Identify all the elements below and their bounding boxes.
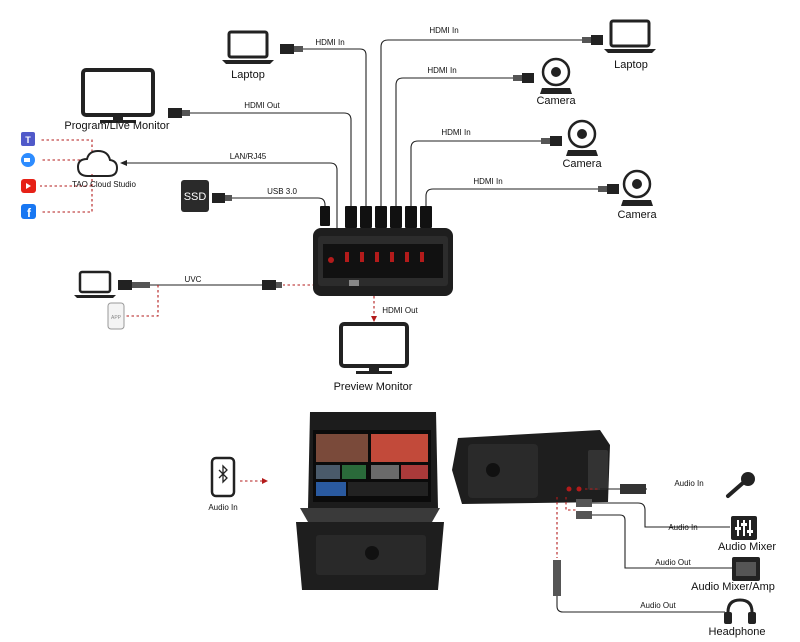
facebook-icon: f — [21, 204, 36, 220]
svg-text:f: f — [27, 206, 32, 220]
laptop-right-icon — [604, 19, 656, 53]
hdmi-in-5-label: HDMI In — [473, 177, 502, 186]
camera-1-label: Camera — [536, 95, 576, 107]
camera-2-icon — [566, 119, 598, 156]
wire-hdmi-laptop-right — [380, 39, 582, 212]
switcher-open-case — [296, 412, 444, 590]
hdmi-in-4-label: HDMI In — [441, 128, 470, 137]
hdmi-in-2-label: HDMI In — [429, 26, 458, 35]
svg-text:T: T — [25, 135, 31, 145]
camera-2-label: Camera — [562, 158, 602, 170]
wire-hdmi-camera-2 — [410, 140, 541, 212]
hdmi-in-1-label: HDMI In — [315, 38, 344, 47]
cloud-label: TAO Cloud Studio — [72, 180, 136, 189]
hdmi-out-preview-label: HDMI Out — [382, 306, 418, 315]
wire-audio-headphone — [556, 560, 725, 613]
preview-arrow-icon — [371, 316, 377, 322]
camera-3-label: Camera — [617, 209, 657, 221]
wire-hdmi-camera-3 — [425, 188, 598, 212]
headphone-label: Headphone — [709, 626, 766, 638]
dash-phone — [124, 285, 159, 317]
hdmi-connector-heads — [118, 35, 619, 290]
audio-in-mic-label: Audio In — [674, 479, 703, 488]
phone-app-label: APP — [111, 315, 122, 321]
youtube-icon — [21, 179, 36, 193]
hdmi-out-program-label: HDMI Out — [244, 101, 280, 110]
audio-amp-icon — [732, 557, 760, 581]
audio-mixer-icon — [731, 516, 757, 540]
wire-hdmi-out-program — [190, 112, 352, 212]
bluetooth-phone-icon — [210, 456, 236, 498]
bt-arrow-icon — [262, 478, 268, 484]
headphone-icon — [724, 598, 756, 624]
laptop-right-label: Laptop — [614, 59, 648, 71]
camera-1-icon — [540, 57, 572, 94]
camera-3-icon — [621, 169, 653, 206]
cloud-icon — [76, 149, 119, 177]
lan-label: LAN/RJ45 — [230, 152, 267, 161]
teams-icon: T — [21, 132, 35, 146]
program-monitor-label: Program/Live Monitor — [64, 120, 169, 132]
zoom-icon — [21, 153, 35, 167]
audio-out-headphone-label: Audio Out — [640, 601, 676, 610]
audio-amp-label: Audio Mixer/Amp — [691, 581, 775, 593]
switcher-case-top — [313, 228, 453, 296]
audio-mixer-label: Audio Mixer — [718, 541, 776, 553]
lan-arrow-icon — [120, 160, 127, 166]
wire-lan — [122, 162, 338, 240]
wire-audio-mixer — [590, 502, 730, 528]
program-monitor-icon — [81, 68, 155, 123]
preview-monitor-label: Preview Monitor — [334, 381, 413, 393]
usb-label: USB 3.0 — [267, 187, 297, 196]
wire-hdmi-camera-1 — [395, 77, 513, 212]
ssd-icon — [181, 180, 209, 212]
audio-in-mixer-label: Audio In — [668, 523, 697, 532]
uvc-label: UVC — [185, 275, 202, 284]
phone-icon — [107, 302, 125, 330]
wire-audio-out-amp — [590, 514, 732, 569]
hdmi-in-3-label: HDMI In — [427, 66, 456, 75]
ssd-label: SSD — [184, 191, 207, 203]
wire-usb — [232, 197, 326, 212]
dash-teams — [40, 139, 93, 152]
wire-hdmi-laptop-left — [303, 48, 367, 212]
laptop-left-label: Laptop — [231, 69, 265, 81]
audio-out-amp-label: Audio Out — [655, 558, 691, 567]
switcher-closed-case — [452, 430, 610, 504]
laptop-uvc-icon — [74, 270, 116, 298]
microphone-icon — [726, 472, 755, 498]
preview-monitor-icon — [339, 322, 409, 374]
bt-audio-in-label: Audio In — [208, 503, 237, 512]
laptop-left-icon — [222, 30, 274, 64]
